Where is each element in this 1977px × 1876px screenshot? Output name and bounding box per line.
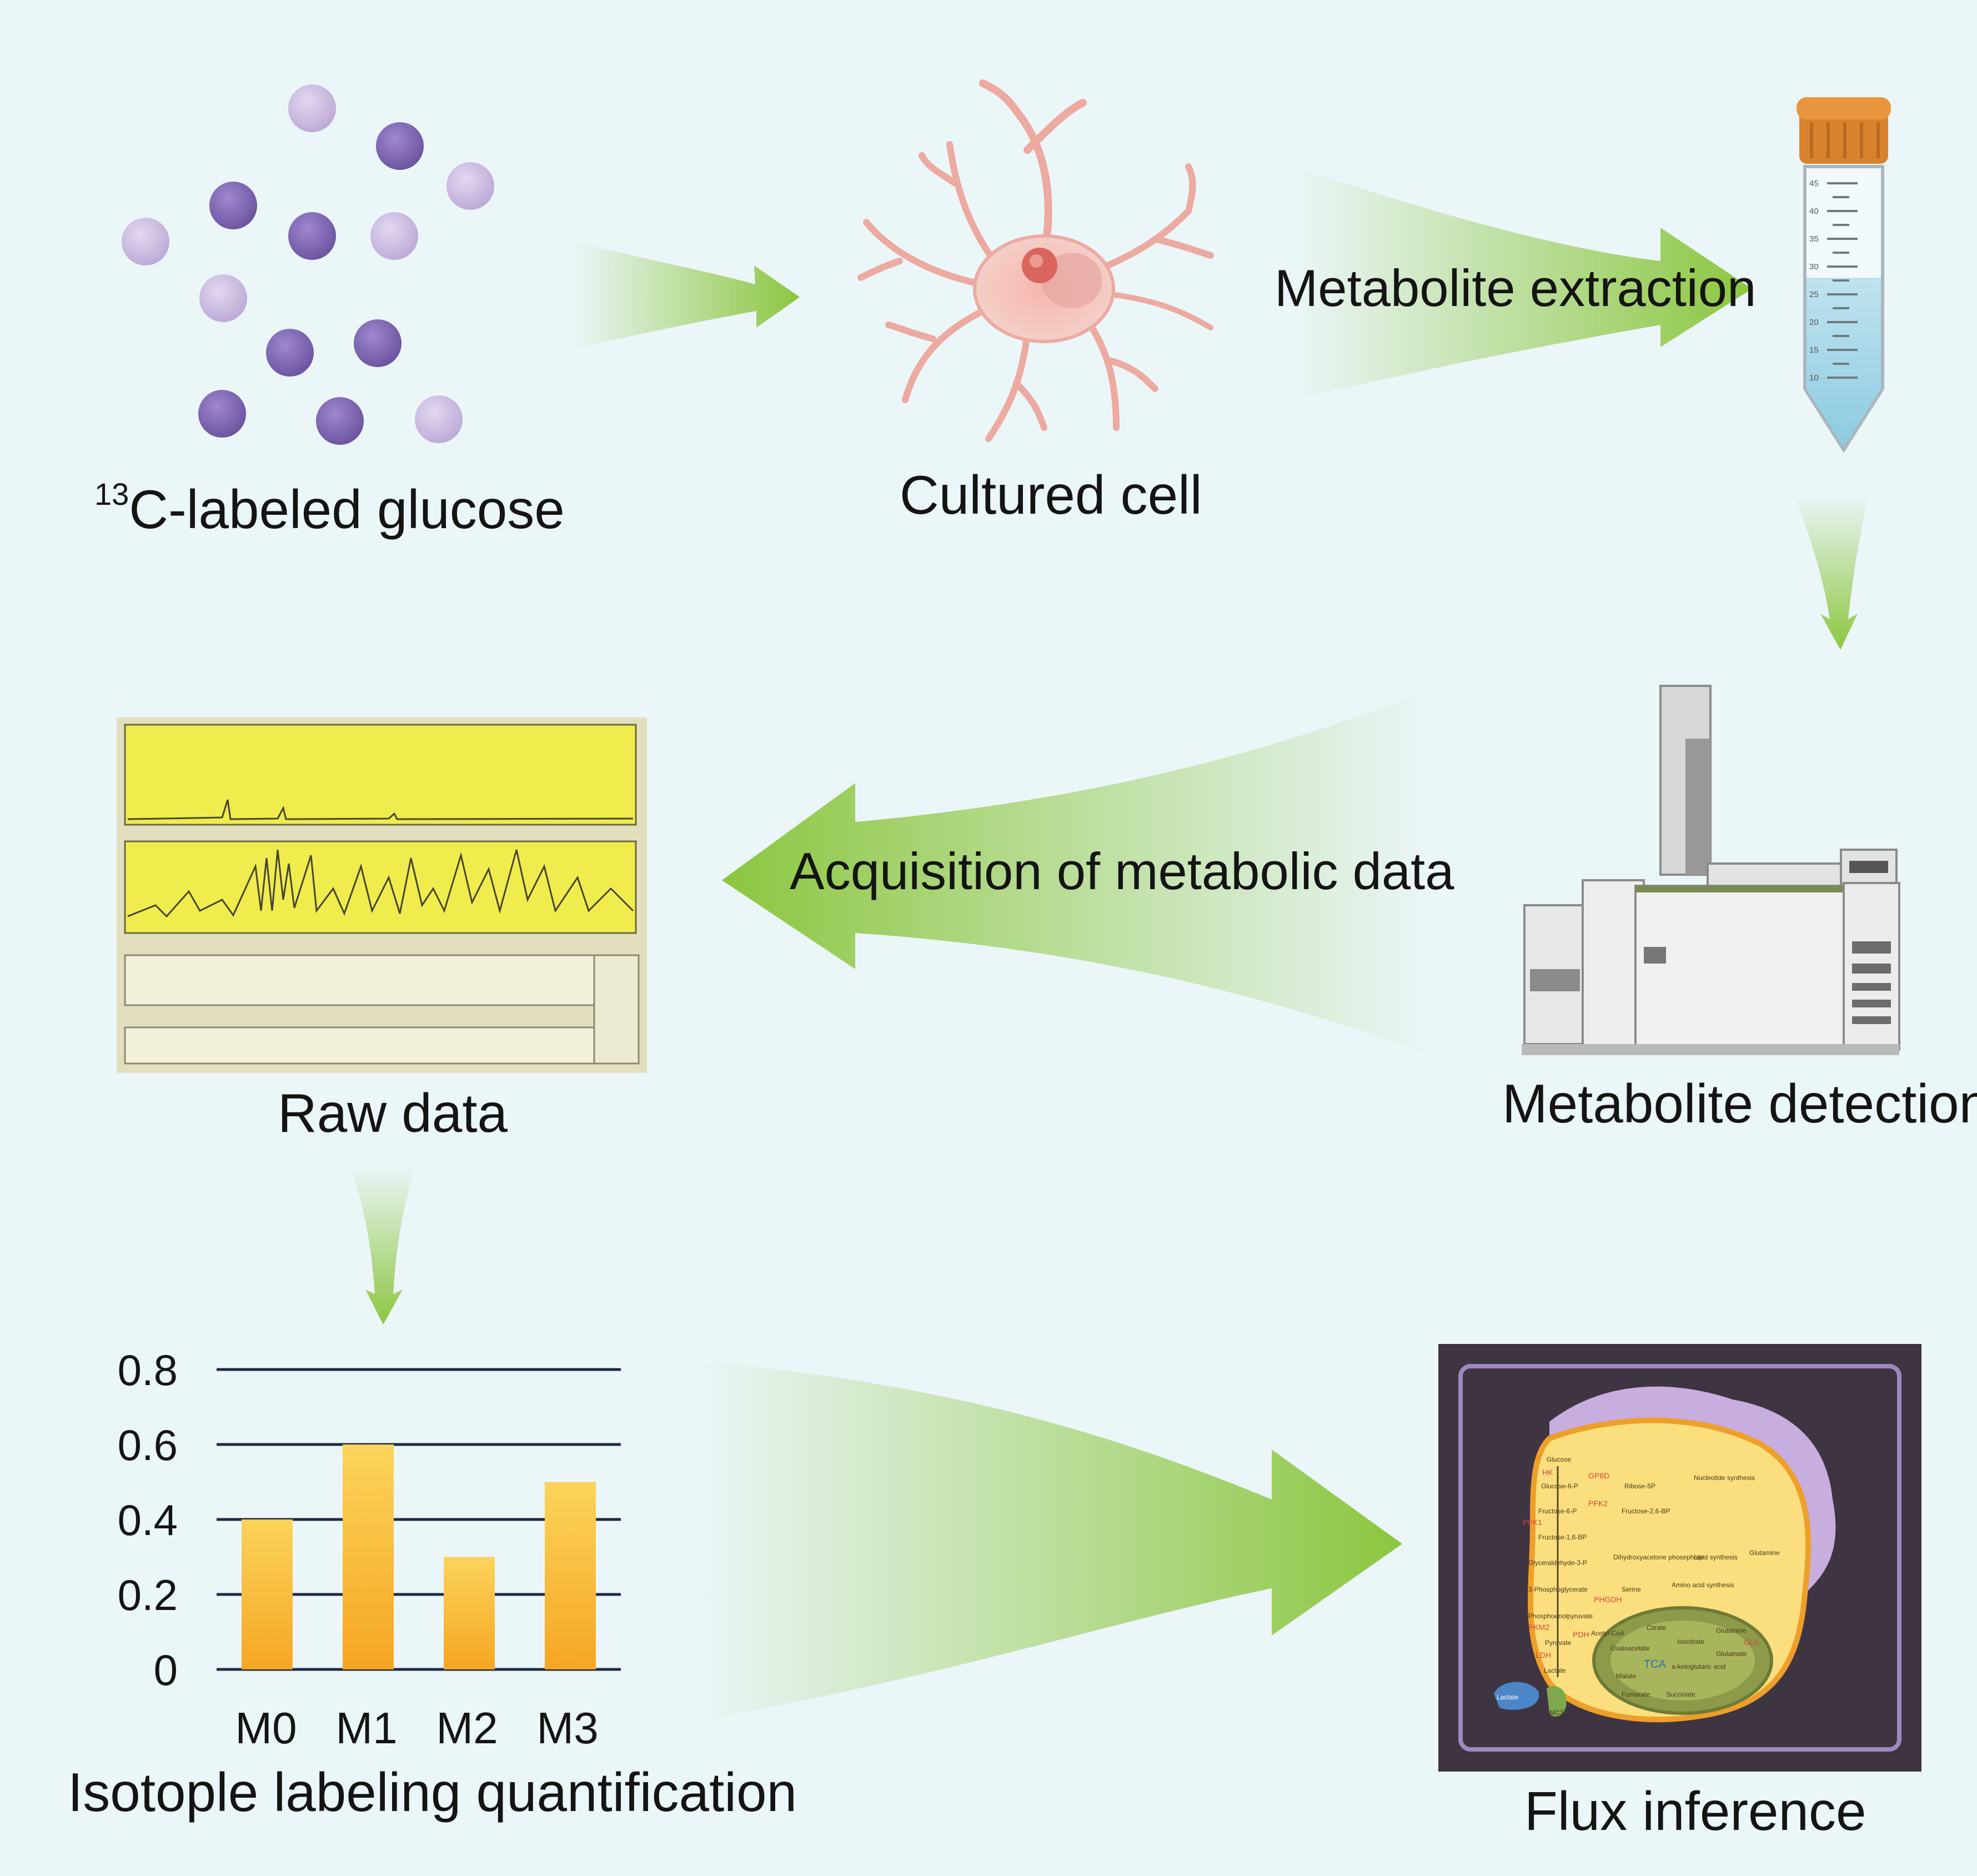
glucose-label-text: C-labeled glucose [129,479,565,540]
pathway-metabolite: Glutamine [1716,1627,1747,1634]
pathway-metabolite: Dihydroxyacetone phosephate [1613,1553,1703,1561]
tube-mark: 30 [1809,262,1819,272]
pathway-enzyme: GLS [1744,1638,1759,1647]
tube-mark: 10 [1809,373,1819,383]
x-category-label: M2 [436,1703,498,1753]
pathway-metabolite: TCA [1644,1658,1667,1671]
metabolite-detection-label: Metabolite detection [1502,1073,1977,1134]
x-category-label: M0 [235,1703,297,1753]
pathway-metabolite: Serine [1622,1586,1641,1593]
glucose-label: 13C-labeled glucose [94,476,565,537]
pathway-metabolite: Amino acid synthesis [1672,1581,1734,1589]
pathway-metabolite: Ribose-5P [1624,1482,1655,1490]
bar-m1 [343,1444,394,1669]
pathway-metabolite: Citrate [1647,1624,1667,1632]
pathway-metabolite: Glucose-6-P [1541,1482,1578,1490]
bar-m2 [444,1557,495,1669]
bar-m3 [545,1482,596,1669]
pathway-metabolite: Glutamate [1716,1650,1747,1658]
cultured-cell-label: Cultured cell [900,464,1202,525]
tube-mark: 15 [1809,345,1819,355]
gc-ms-instrument [1522,685,1900,1055]
pathway-enzyme: PKM2 [1528,1623,1549,1632]
flux-pathway-image: Glucose Glucose-6-P Ribose-5P Nucleotide… [1438,1344,1921,1772]
raw-data-label: Raw data [278,1082,508,1143]
raw-data-image [117,718,647,1073]
pathway-metabolite: MCT [1549,1709,1564,1717]
falcon-tube: 45 40 35 30 25 20 15 10 [1797,97,1891,453]
flux-inference-label: Flux inference [1524,1780,1866,1842]
x-category-label: M1 [335,1703,398,1753]
arrow-acquisition [722,689,1433,1055]
neuron-soma [973,234,1115,343]
pathway-metabolite: Oxaloacetate [1610,1644,1650,1652]
tube-mark: 40 [1809,207,1819,216]
pathway-metabolite: Succinate [1666,1691,1695,1698]
pathway-metabolite: Fructose-6-P [1538,1507,1577,1515]
arrow-tube-to-detector [1794,494,1869,650]
pathway-enzyme: PDH [1573,1630,1589,1639]
pathway-metabolite: Glutamine [1749,1549,1780,1557]
acquisition-label: Acquisition of metabolic data [790,842,1454,900]
x-category-label: M3 [536,1703,599,1753]
pathway-metabolite: Fructose-1,6-BP [1538,1533,1587,1541]
pathway-metabolite: Lipid synthesis [1694,1553,1738,1561]
pathway-enzyme: PFK1 [1523,1518,1542,1527]
pathway-enzyme: LDH [1536,1651,1551,1659]
tube-mark: 35 [1809,234,1819,244]
pathway-metabolite: Nucleotide synthesis [1694,1474,1755,1482]
pathway-metabolite: Acetyl-CoA [1591,1629,1624,1637]
neuron-cell [857,79,1214,442]
tube-mark: 45 [1809,179,1819,188]
bar-m0 [242,1519,293,1669]
pathway-metabolite: Glyceraldehyde-3-P [1528,1559,1587,1567]
y-tick-label: 0 [153,1646,178,1694]
tube-mark: 20 [1809,318,1819,327]
y-tick-label: 0.8 [117,1346,178,1395]
pathway-metabolite: Lactate [1497,1693,1519,1701]
isotope-quant-label: Isotople labeling quantification [68,1762,797,1823]
y-tick-label: 0.2 [117,1571,178,1619]
isotope-superscript: 13 [94,476,129,511]
pathway-metabolite: Pyruvate [1545,1639,1572,1647]
pathway-metabolite: Glucose [1547,1456,1571,1463]
pathway-metabolite: Fumarate [1622,1691,1650,1698]
glucose-beads [122,84,494,445]
pathway-metabolite: Lactate [1544,1667,1566,1674]
pathway-enzyme: HK [1542,1468,1553,1477]
pathway-metabolite: a-ketoglutaric acid [1672,1663,1725,1671]
pathway-enzyme: GP6D [1588,1471,1609,1480]
pathway-metabolite: Malate [1616,1672,1636,1680]
arrow-raw-to-quant [350,1166,415,1325]
tube-mark: 25 [1809,290,1819,299]
arrow-metabolite-extraction [1294,167,1752,400]
metabolite-extraction-label: Metabolite extraction [1274,259,1757,317]
y-tick-label: 0.4 [117,1496,178,1544]
pathway-enzyme: PFK2 [1588,1499,1608,1508]
pathway-metabolite: 3-Phosphoglycerate [1528,1586,1588,1593]
y-tick-label: 0.6 [117,1421,178,1469]
arrow-glucose-to-cell [572,242,800,350]
pathway-metabolite: Fructose-2,6-BP [1622,1507,1670,1515]
pathway-enzyme: PHGDH [1594,1595,1622,1604]
chart-bars [242,1444,596,1669]
pathway-metabolite: Phosphoenolpyruvate [1528,1612,1593,1620]
pathway-metabolite: Isocitrate [1677,1638,1704,1646]
arrow-flux-inference [694,1361,1402,1722]
